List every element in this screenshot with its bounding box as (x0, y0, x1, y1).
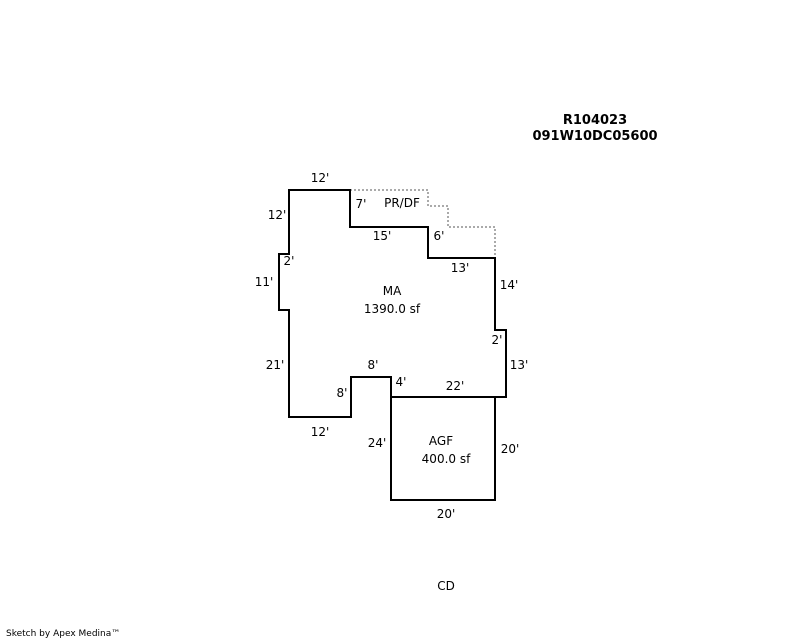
agf-outline (390, 396, 496, 501)
dim-label: 13' (510, 358, 529, 372)
dim-label: 21' (266, 358, 285, 372)
dim-label: 15' (373, 229, 392, 243)
dim-label: 11' (255, 275, 274, 289)
agf-label: AGF (429, 434, 453, 448)
dim-label: 6' (434, 229, 445, 243)
dim-label: 24' (368, 436, 387, 450)
agf-area: 400.0 sf (422, 452, 471, 466)
dim-label: 8' (337, 386, 348, 400)
dim-label: 8' (368, 358, 379, 372)
dim-label: 2' (492, 333, 503, 347)
ma-label: MA (383, 284, 402, 298)
dim-label: 13' (451, 261, 470, 275)
prdf-outline (350, 189, 496, 258)
map-id: 091W10DC05600 (532, 129, 657, 144)
parcel-id: R104023 (563, 113, 627, 128)
prdf-label: PR/DF (384, 196, 420, 210)
dim-label: 20' (501, 442, 520, 456)
ma-area: 1390.0 sf (364, 302, 421, 316)
dim-label: 22' (446, 379, 465, 393)
dim-label: 2' (284, 254, 295, 268)
dim-label: 12' (311, 171, 330, 185)
dim-label: 20' (437, 507, 456, 521)
dim-label: 7' (356, 197, 367, 211)
dim-label: 4' (396, 375, 407, 389)
sketch-credit: Sketch by Apex Medina™ (6, 629, 120, 639)
dim-label: 12' (311, 425, 330, 439)
dim-label: 12' (268, 208, 287, 222)
cd-label: CD (437, 579, 455, 593)
dim-label: 14' (500, 278, 519, 292)
